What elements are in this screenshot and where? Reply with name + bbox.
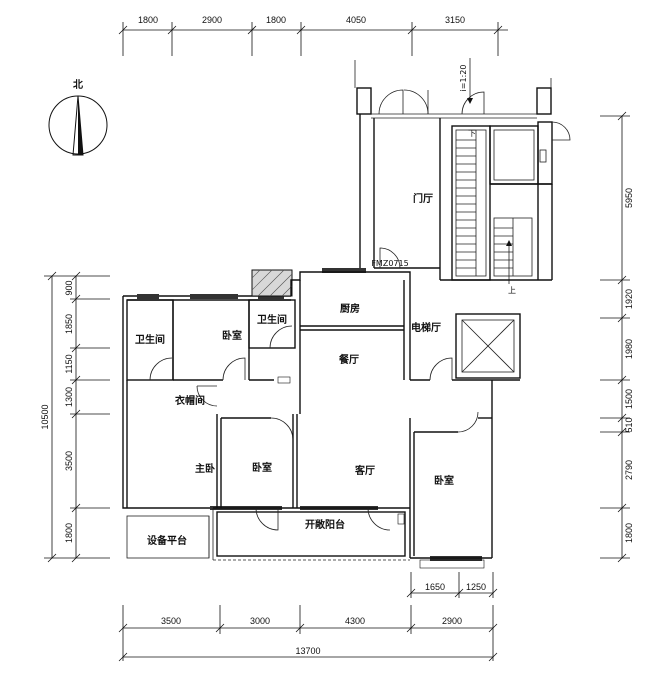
dim-right-6: 1800 xyxy=(624,523,634,543)
north-label: 北 xyxy=(73,78,83,91)
right-dimension: 5950 1920 1980 1500 510 2790 1800 xyxy=(600,111,634,563)
dim-right-upper: 5950 xyxy=(624,188,634,208)
room-bath-2: 卫生间 xyxy=(257,313,287,326)
stair-treads xyxy=(456,139,476,269)
room-elevator-hall: 电梯厅 xyxy=(411,321,441,334)
room-dining: 餐厅 xyxy=(338,353,359,366)
dim-right-4: 510 xyxy=(624,417,634,432)
dim-bottom-1: 3500 xyxy=(161,616,181,626)
dim-bottom-small-1: 1650 xyxy=(425,582,445,592)
dim-top-3: 1800 xyxy=(266,15,286,25)
north-compass: 北 xyxy=(48,78,108,156)
room-bedroom-1: 卧室 xyxy=(222,329,242,342)
dim-right-5: 2790 xyxy=(624,460,634,480)
fire-door-code: FMZ0715 xyxy=(371,259,408,268)
dim-left-3: 1150 xyxy=(64,354,74,373)
room-bath-1: 卫生间 xyxy=(135,333,165,346)
bottom-dimension: 1650 1250 3500 3000 4300 2900 13700 xyxy=(118,572,498,662)
dim-right-1: 1920 xyxy=(624,289,634,309)
room-balcony: 开敞阳台 xyxy=(305,518,345,531)
dim-bottom-4: 2900 xyxy=(442,616,462,626)
dim-top-1: 1800 xyxy=(138,15,158,25)
left-dimension: 10500 900 1850 1150 1300 3500 1800 xyxy=(40,271,110,563)
dim-top-5: 3150 xyxy=(445,15,465,25)
dim-left-6: 1800 xyxy=(64,523,74,543)
room-master: 主卧 xyxy=(195,462,215,475)
dim-left-1: 900 xyxy=(64,280,74,295)
stair-up-label: 上 xyxy=(508,286,516,295)
dim-bottom-2: 3000 xyxy=(250,616,270,626)
room-equipment: 设备平台 xyxy=(147,534,187,547)
dim-bottom-total: 13700 xyxy=(295,646,320,656)
dim-right-2: 1980 xyxy=(624,339,634,359)
lobby-block: i=1:20 下 xyxy=(354,58,571,295)
stair-down-label: 下 xyxy=(468,129,476,138)
apartment: 厨房 卫生间 卧室 卫生间 餐厅 衣帽间 主卧 卧室 客厅 xyxy=(122,268,521,569)
dim-left-4: 1300 xyxy=(64,387,74,407)
room-living: 客厅 xyxy=(354,464,375,477)
room-bedroom-2: 卧室 xyxy=(252,461,272,474)
dim-left-total: 10500 xyxy=(40,404,50,429)
room-lobby: 门厅 xyxy=(413,192,433,205)
dim-top-4: 4050 xyxy=(346,15,366,25)
dim-right-3: 1500 xyxy=(624,389,634,409)
dim-bottom-small-2: 1250 xyxy=(466,582,486,592)
room-kitchen: 厨房 xyxy=(340,302,360,315)
room-bedroom-3: 卧室 xyxy=(434,474,454,487)
dim-left-5: 3500 xyxy=(64,451,74,471)
dim-left-2: 1850 xyxy=(64,314,74,334)
dim-bottom-3: 4300 xyxy=(345,616,365,626)
dim-top-2: 2900 xyxy=(202,15,222,25)
slope-label: i=1:20 xyxy=(459,65,468,92)
room-closet: 衣帽间 xyxy=(175,394,205,407)
top-dimension: 1800 2900 1800 4050 3150 xyxy=(118,15,508,56)
